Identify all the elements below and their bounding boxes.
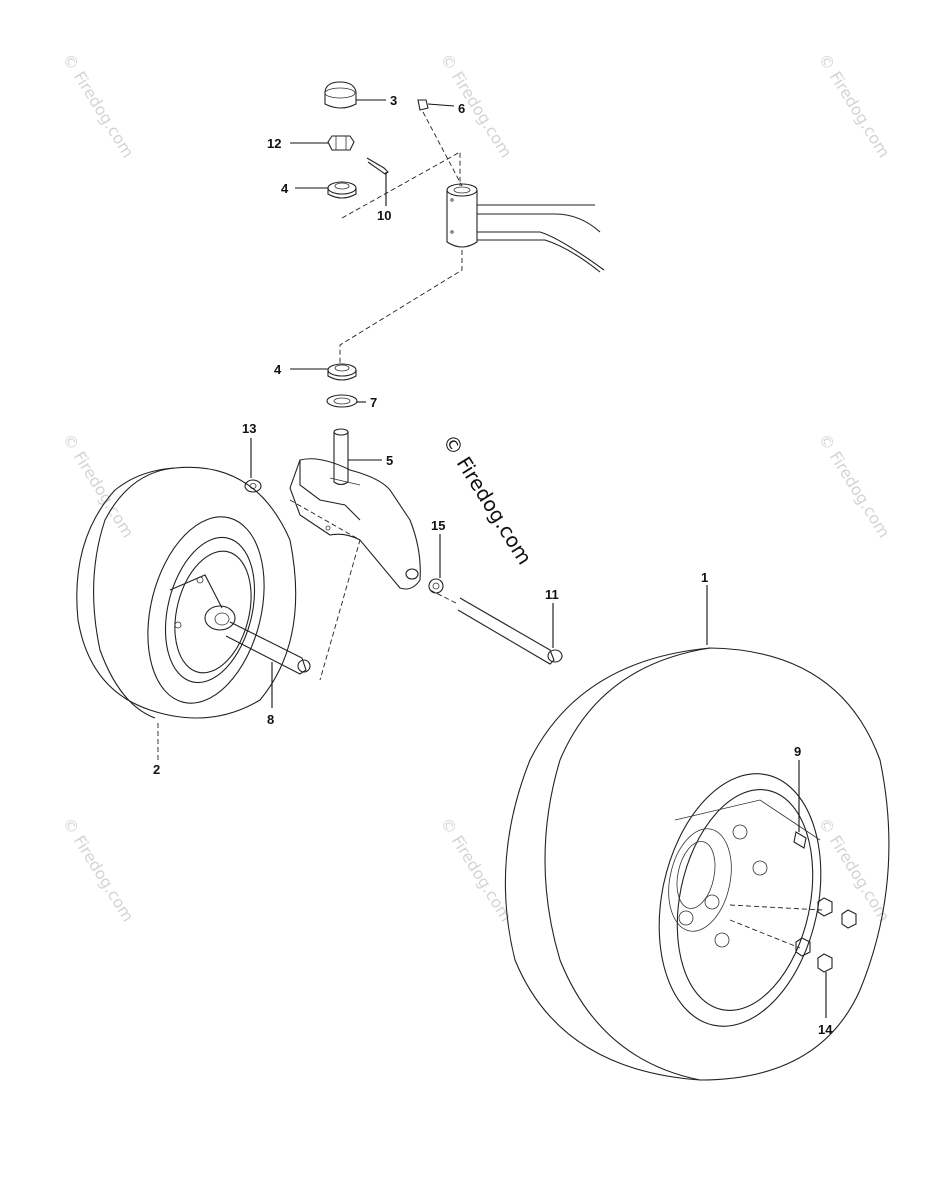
- part-11-axle-bolt: [457, 597, 563, 665]
- callout-label: 7: [370, 395, 377, 410]
- callout-label: 12: [267, 136, 281, 151]
- callout-label: 13: [242, 421, 256, 436]
- part-10-cotter-pin: [366, 157, 389, 175]
- assembly-lines-upper: [339, 111, 463, 365]
- assembly-line-axle: [429, 589, 459, 605]
- watermark-tile: © Firedog.com: [815, 430, 894, 541]
- part-9-valve-stem: [793, 831, 807, 849]
- assembly-lines-front-wheel: [289, 499, 361, 681]
- callout-label: 5: [386, 453, 393, 468]
- part-2-front-caster-wheel: [76, 466, 297, 719]
- callout-label: 14: [818, 1022, 833, 1037]
- part-13-spacer: [244, 479, 262, 493]
- part-1-rear-wheel: [504, 647, 890, 1081]
- part-5-caster-fork: [289, 428, 421, 590]
- callout-label: 8: [267, 712, 274, 727]
- part-4-bearing-lower: [327, 363, 357, 381]
- callout-label: 11: [545, 587, 559, 602]
- part-3-dust-cap: [324, 81, 357, 109]
- part-7-seal: [326, 394, 358, 408]
- callout-label: 10: [377, 208, 391, 223]
- watermark-tile: © Firedog.com: [437, 814, 516, 925]
- callout-label: 9: [794, 744, 801, 759]
- part-15-washer: [428, 578, 444, 594]
- part-4-bearing-upper: [327, 181, 357, 199]
- watermark-tile: © Firedog.com: [59, 430, 138, 541]
- part-12-castle-nut: [327, 135, 355, 151]
- callout-label: 3: [390, 93, 397, 108]
- watermark-main: © Firedog.com: [438, 430, 537, 569]
- part-6-grease-fitting: [417, 99, 429, 111]
- callout-label: 15: [431, 518, 445, 533]
- watermark-tile: © Firedog.com: [59, 50, 138, 161]
- assembly-lines-rear-wheel: [729, 904, 823, 949]
- part-14-lug-nuts: [795, 897, 857, 973]
- callout-labels: 1 2 3 4 4 5 6 7 8 9 10 11 12 13 14 15: [153, 93, 833, 1037]
- watermark-tile: © Firedog.com: [59, 814, 138, 925]
- frame-spindle-housing: [446, 183, 605, 273]
- part-8-axle-tube: [225, 621, 311, 675]
- leader-lines: [157, 99, 827, 1018]
- watermark-tile: © Firedog.com: [815, 814, 894, 925]
- callout-label: 1: [701, 570, 708, 585]
- watermark-tile: © Firedog.com: [815, 50, 894, 161]
- callout-label: 4: [274, 362, 282, 377]
- callout-label: 6: [458, 101, 465, 116]
- callout-label: 4: [281, 181, 289, 196]
- callout-label: 2: [153, 762, 160, 777]
